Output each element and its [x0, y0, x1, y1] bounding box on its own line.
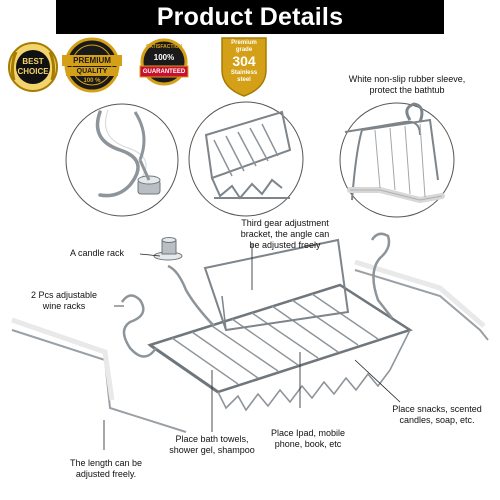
best-choice-text-1: BEST: [22, 57, 44, 66]
annotation-snacks-line-1: Place snacks, scented: [392, 404, 482, 414]
annotation-gear-bracket-line-1: Third gear adjustment: [241, 218, 329, 228]
annotation-ipad-line-2: phone, book, etc: [274, 439, 342, 449]
title-banner: Product Details: [56, 0, 444, 34]
annotation-candle-rack: A candle rack: [70, 248, 125, 258]
annotation-wine-racks: 2 Pcs adjustable wine racks: [14, 290, 114, 312]
annotation-length: The length can be adjusted freely.: [58, 458, 154, 480]
annotation-snacks: Place snacks, scented candles, soap, etc…: [378, 404, 496, 426]
bathtub-caddy-tray: [11, 232, 489, 433]
annotation-wine-racks-line-1: 2 Pcs adjustable: [30, 290, 98, 300]
annotation-towels-line-2: shower gel, shampoo: [169, 445, 255, 455]
premium-text-2: QUALITY: [76, 68, 108, 75]
annotation-rubber-sleeve-line-2: protect the bathtub: [369, 85, 445, 95]
premium-text-1: PREMIUM: [73, 56, 111, 65]
annotation-ipad: Place Ipad, mobile phone, book, etc: [260, 428, 356, 450]
annotation-rubber-sleeve-line-1: White non-slip rubber sleeve,: [348, 74, 466, 84]
steel-text-1: Premium: [231, 40, 257, 46]
satisfaction-arc-text: SATISFACTION: [146, 44, 183, 50]
premium-percent: 100 %: [83, 78, 101, 84]
annotation-length-line-2: adjusted freely.: [75, 469, 137, 479]
annotation-towels-line-1: Place bath towels,: [175, 434, 249, 444]
page-title: Product Details: [156, 3, 344, 31]
annotation-leaders: [103, 244, 401, 450]
detail-circle-gear-bracket: [188, 101, 304, 217]
steel-text-2: grade: [235, 47, 253, 53]
satisfaction-ribbon: GUARANTEED: [142, 69, 186, 75]
annotation-wine-racks-line-2: wine racks: [42, 301, 86, 311]
detail-circle-wine-rack: [65, 103, 179, 217]
steel-text-4: steel: [237, 77, 251, 83]
annotation-snacks-line-2: candles, soap, etc.: [399, 415, 475, 425]
best-choice-text-2: CHOICE: [17, 67, 49, 76]
annotation-gear-bracket: Third gear adjustment bracket, the angle…: [230, 218, 340, 251]
annotation-gear-bracket-line-2: bracket, the angle can: [240, 229, 330, 239]
satisfaction-percent: 100%: [153, 53, 175, 62]
annotation-gear-bracket-line-3: be adjusted freely: [249, 240, 321, 250]
steel-text-3: Stainless: [230, 70, 258, 76]
detail-circle-rubber-sleeve: [339, 102, 455, 218]
annotation-ipad-line-1: Place Ipad, mobile: [270, 428, 346, 438]
annotation-towels: Place bath towels, shower gel, shampoo: [160, 434, 264, 456]
annotation-rubber-sleeve: White non-slip rubber sleeve, protect th…: [322, 74, 492, 96]
annotation-length-line-1: The length can be: [69, 458, 143, 468]
steel-number: 304: [232, 53, 256, 69]
